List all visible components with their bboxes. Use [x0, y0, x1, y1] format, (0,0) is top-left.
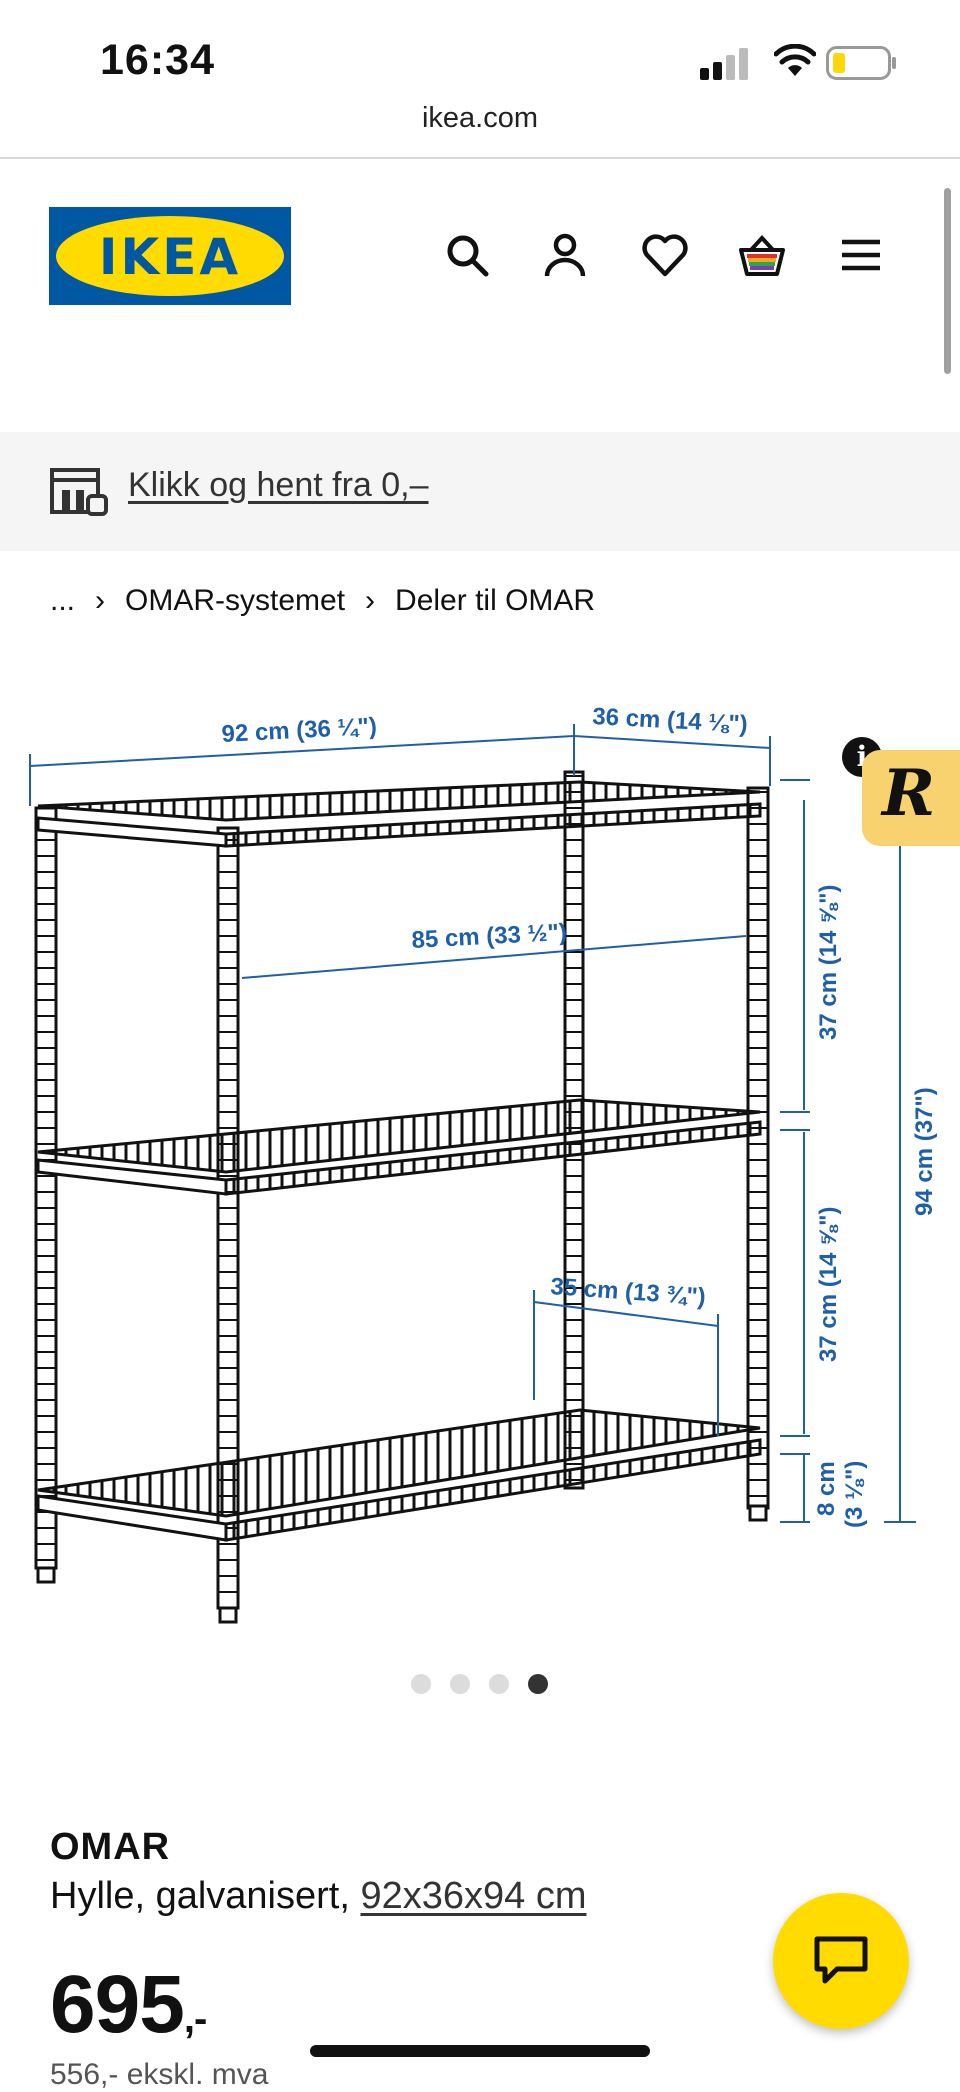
product-description: Hylle, galvanisert, 92x36x94 cm [50, 1875, 586, 1918]
r-extension-badge[interactable]: R [862, 750, 960, 846]
dimension-bottom-label-1: 8 cm [813, 1461, 840, 1516]
chat-button[interactable] [773, 1893, 909, 2029]
divider [0, 157, 960, 159]
carousel-dot-active[interactable] [528, 1674, 548, 1694]
signal-icon [700, 48, 748, 80]
breadcrumb: ... › OMAR-systemet › Deler til OMAR [50, 584, 595, 618]
promo-banner [0, 432, 960, 551]
dimension-shelf-gap-1-label: 37 cm (14 ⅝") [815, 885, 842, 1040]
product-image[interactable]: 92 cm (36 ¼") 36 cm (14 ⅛") 85 cm (33 ½"… [20, 690, 960, 1650]
product-size-link[interactable]: 92x36x94 cm [360, 1875, 587, 1917]
breadcrumb-ellipsis[interactable]: ... [50, 584, 76, 617]
cart-icon[interactable] [737, 230, 787, 280]
ikea-logo[interactable]: IKEA [49, 207, 291, 305]
dimension-lines [29, 724, 916, 1523]
carousel-dot[interactable] [411, 1674, 431, 1694]
price-ex-vat: 556,- ekskl. mva [50, 2058, 269, 2091]
url-bar[interactable]: ikea.com [421, 102, 539, 134]
price-main: 695 [50, 1959, 185, 2050]
scrollbar[interactable] [944, 188, 951, 374]
r-badge-label: R [882, 756, 936, 831]
dimension-width-label: 92 cm (36 ¼") [221, 713, 378, 748]
breadcrumb-item-omar-parts[interactable]: Deler til OMAR [395, 584, 596, 617]
dimension-bottom-label-2: (3 ⅛") [841, 1461, 868, 1528]
account-icon[interactable] [540, 230, 590, 280]
search-icon[interactable] [442, 230, 492, 280]
dimension-depth-label: 36 cm (14 ⅛") [592, 703, 749, 738]
product-name: OMAR [50, 1826, 171, 1868]
shelf-bottom [36, 1408, 762, 1542]
dimension-shelf-gap-2-label: 37 cm (14 ⅝") [815, 1207, 842, 1362]
dimension-height-label: 94 cm (37") [911, 1087, 938, 1216]
price: 695,- [50, 1958, 207, 2052]
logo-text: IKEA [98, 228, 242, 286]
shelf-middle [36, 1098, 762, 1196]
chat-icon [814, 1936, 868, 1984]
dimension-inner-width-label: 85 cm (33 ½") [411, 919, 568, 954]
chevron-right-icon: › [95, 584, 106, 617]
shelf-top [36, 780, 762, 848]
battery-icon [826, 46, 896, 80]
promo-link[interactable]: Klikk og hent fra 0,– [128, 466, 429, 504]
carousel-dot[interactable] [489, 1674, 509, 1694]
store-pickup-icon [50, 468, 108, 516]
price-decimals: ,- [183, 1997, 207, 2041]
chevron-right-icon: › [365, 584, 376, 617]
breadcrumb-item-omar-system[interactable]: OMAR-systemet [125, 584, 346, 617]
home-indicator [310, 2045, 650, 2057]
status-time: 16:34 [100, 36, 215, 84]
heart-icon[interactable] [640, 230, 690, 280]
menu-icon[interactable] [836, 230, 886, 280]
wifi-icon [774, 44, 816, 76]
carousel-dot[interactable] [450, 1674, 470, 1694]
product-type: Hylle, galvanisert, [50, 1875, 361, 1917]
